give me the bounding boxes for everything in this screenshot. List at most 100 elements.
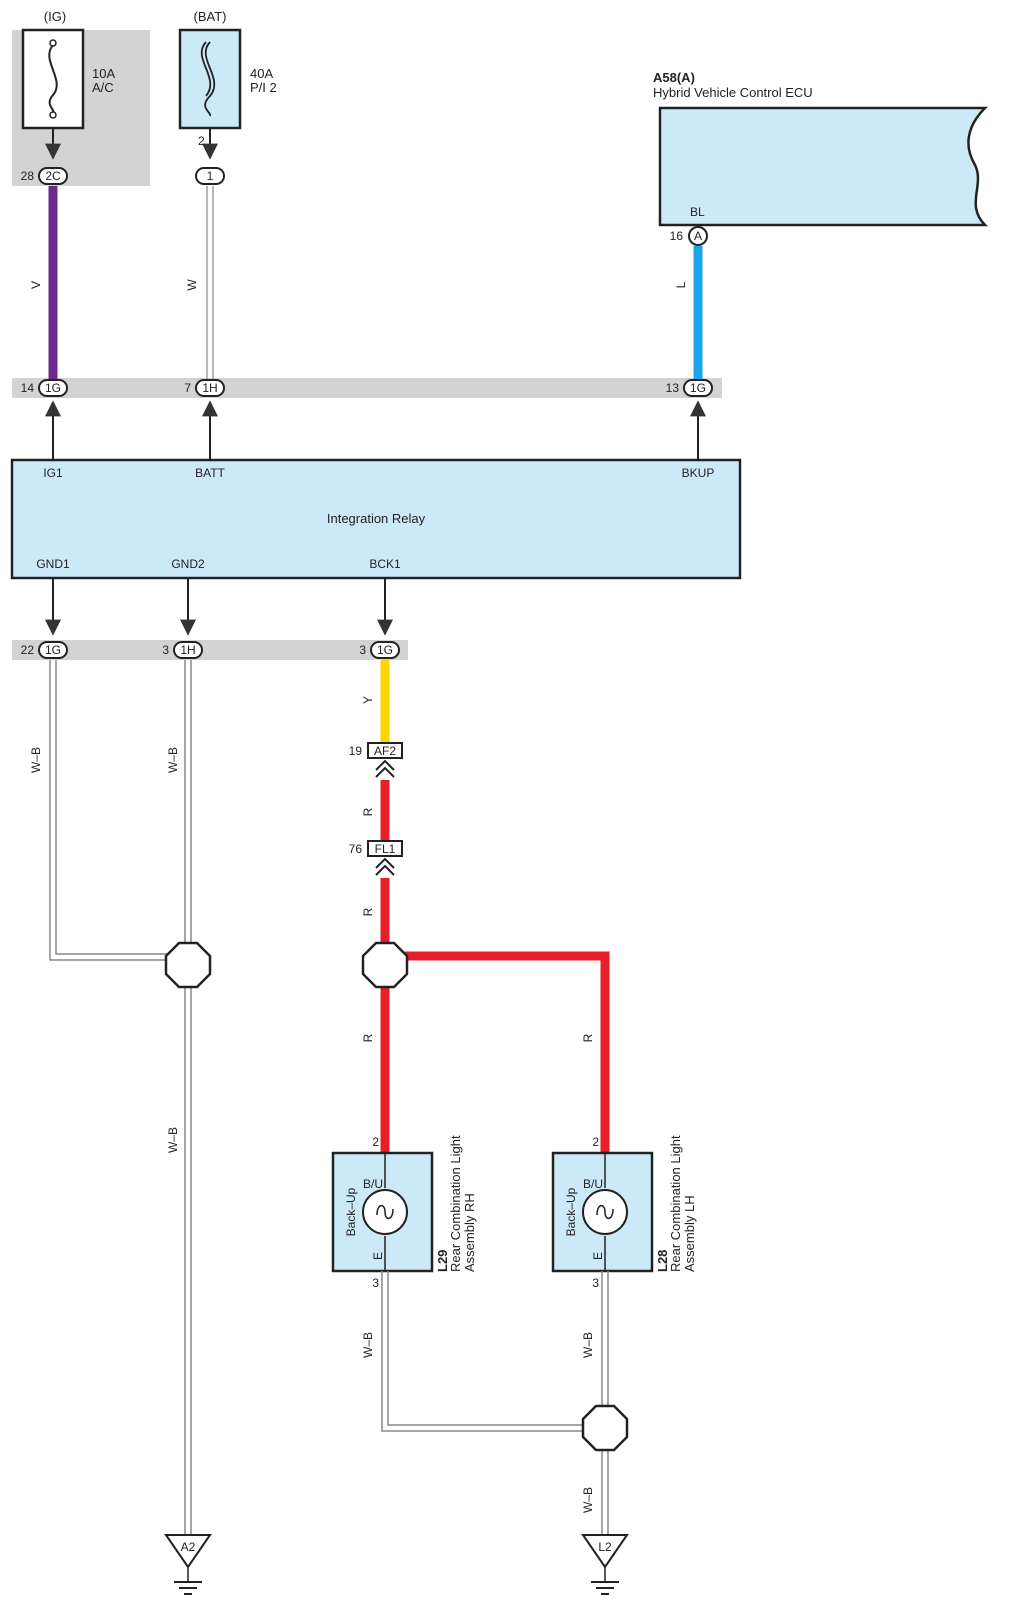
ecu-code: A58(A) — [653, 70, 695, 85]
wire-r-label-3: R — [361, 1033, 375, 1042]
top-connector-13-1g: 1G 13 — [666, 379, 713, 397]
svg-text:3: 3 — [359, 643, 366, 657]
svg-text:76: 76 — [349, 842, 363, 856]
relay-terminal-ig1: IG1 — [43, 466, 63, 480]
bottom-connector-3-1g: 1G 3 — [359, 641, 400, 659]
svg-text:1G: 1G — [377, 643, 393, 657]
svg-text:1H: 1H — [180, 643, 195, 657]
wire-r-label-1: R — [361, 807, 375, 816]
bottom-connector-22-1g: 1G 22 — [21, 641, 68, 659]
svg-text:L29: L29 — [435, 1250, 450, 1272]
chevron-up-icon — [375, 759, 395, 778]
ecu-name: Hybrid Vehicle Control ECU — [653, 85, 813, 100]
relay-terminal-gnd1: GND1 — [36, 557, 70, 571]
svg-text:1G: 1G — [45, 643, 61, 657]
wire-wb-gnd1 — [49, 660, 176, 961]
wire-wb-gnd2 — [184, 660, 192, 1535]
connector-2c-label: 2C — [45, 169, 61, 183]
splice-r — [361, 941, 409, 989]
svg-text:14: 14 — [21, 381, 35, 395]
svg-text:2: 2 — [592, 1135, 599, 1149]
svg-text:E: E — [591, 1252, 605, 1260]
wire-wb-label-2: W–B — [166, 747, 180, 773]
ecu-pin-label: A — [694, 229, 702, 243]
top-connector-14-1g: 1G 14 — [21, 379, 68, 397]
chevron-up-icon — [375, 857, 395, 876]
ground-l2: L2 — [581, 1534, 629, 1595]
integration-relay-box — [10, 458, 742, 580]
svg-text:E: E — [371, 1252, 385, 1260]
ig-fuse-element-icon — [48, 44, 58, 114]
inline-connector-af2: AF2 19 — [349, 742, 403, 759]
svg-text:L2: L2 — [598, 1540, 612, 1554]
svg-text:Assembly LH: Assembly LH — [682, 1195, 697, 1272]
svg-text:AF2: AF2 — [374, 744, 396, 758]
wire-wb-label-6: W–B — [581, 1487, 595, 1513]
ig-fuse-name: A/C — [92, 80, 114, 95]
svg-text:2: 2 — [372, 1135, 379, 1149]
svg-text:7: 7 — [184, 381, 191, 395]
svg-text:1G: 1G — [45, 381, 61, 395]
top-connector-7-1h: 1H 7 — [184, 379, 225, 397]
wire-wb-label-3: W–B — [166, 1127, 180, 1153]
wire-l-label: L — [674, 281, 688, 288]
svg-text:19: 19 — [349, 744, 363, 758]
lamp-rh: B/U Back–Up E 2 3 L29 Rear Combination L… — [331, 1135, 477, 1290]
splice-gnd — [164, 941, 212, 989]
wire-wb-label-4: W–B — [361, 1332, 375, 1358]
inline-connector-fl1: FL1 76 — [349, 840, 403, 857]
ig-fuse-amp: 10A — [92, 66, 115, 81]
top-connector-band — [12, 378, 722, 398]
svg-text:22: 22 — [21, 643, 35, 657]
bat-fuse-amp: 40A — [250, 66, 273, 81]
relay-terminal-bkup: BKUP — [682, 466, 715, 480]
connector-bat-1 — [195, 167, 225, 185]
wire-y-label: Y — [361, 696, 375, 704]
relay-title: Integration Relay — [327, 511, 426, 526]
svg-text:B/U: B/U — [583, 1177, 603, 1191]
svg-text:1G: 1G — [690, 381, 706, 395]
svg-text:Assembly RH: Assembly RH — [462, 1193, 477, 1272]
relay-terminal-batt: BATT — [195, 466, 225, 480]
ground-a2: A2 — [164, 1534, 212, 1595]
svg-text:B/U: B/U — [363, 1177, 383, 1191]
svg-text:3: 3 — [162, 643, 169, 657]
svg-text:Rear Combination Light: Rear Combination Light — [668, 1135, 683, 1272]
wire-wb-rh — [381, 1271, 592, 1432]
svg-text:L28: L28 — [655, 1250, 670, 1272]
wire-wb-label-1: W–B — [29, 747, 43, 773]
svg-text:A2: A2 — [181, 1540, 196, 1554]
wire-r-label-4: R — [581, 1033, 595, 1042]
ecu-terminal: BL — [690, 205, 705, 219]
svg-text:Back–Up: Back–Up — [344, 1187, 358, 1236]
lamp-lh: B/U Back–Up E 2 3 L28 Rear Combination L… — [551, 1135, 697, 1290]
svg-text:3: 3 — [592, 1276, 599, 1290]
connector-2c — [38, 167, 68, 185]
ecu-pin-a — [688, 226, 708, 246]
svg-text:13: 13 — [666, 381, 680, 395]
relay-terminal-bck1: BCK1 — [369, 557, 401, 571]
wire-r-main — [380, 878, 610, 1153]
bat-fuse-element-icon — [200, 41, 216, 117]
bottom-connector-3-1h: 1H 3 — [162, 641, 203, 659]
splice-lamp-gnd — [581, 1404, 629, 1452]
connector-bat-1-label: 1 — [207, 169, 214, 183]
svg-text:1H: 1H — [202, 381, 217, 395]
wire-wb-label-5: W–B — [581, 1332, 595, 1358]
bat-group-label: (BAT) — [194, 9, 227, 24]
ig-group-label: (IG) — [44, 9, 66, 24]
bat-fuse-name: P/I 2 — [250, 80, 277, 95]
ecu-pin-number: 16 — [670, 229, 684, 243]
wire-r-label-2: R — [361, 907, 375, 916]
bottom-connector-band — [12, 640, 408, 660]
svg-text:FL1: FL1 — [375, 842, 396, 856]
svg-text:Rear Combination Light: Rear Combination Light — [448, 1135, 463, 1272]
svg-text:3: 3 — [372, 1276, 379, 1290]
svg-text:Back–Up: Back–Up — [564, 1187, 578, 1236]
connector-2c-pin: 28 — [21, 169, 35, 183]
wire-v-label: V — [29, 281, 43, 289]
relay-terminal-gnd2: GND2 — [171, 557, 205, 571]
bat-terminal-pin: 2 — [198, 134, 205, 148]
ecu-box — [658, 106, 989, 227]
